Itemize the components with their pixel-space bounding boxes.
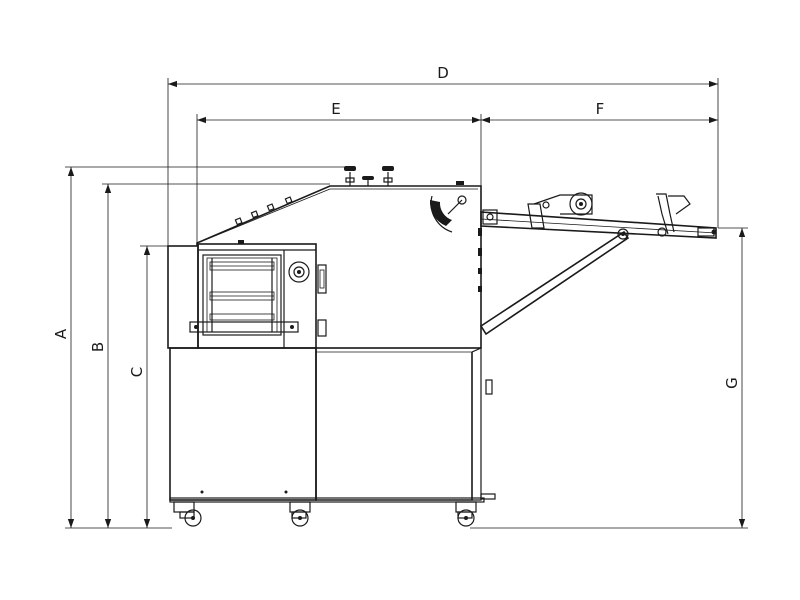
side-controls [478,228,493,395]
gauge-dial [429,195,467,233]
dimension-labels: A B C D E F G [52,64,741,389]
machine-main-housing [169,185,496,503]
label-E: E [331,100,340,118]
dimension-lines [65,78,748,529]
label-C: C [128,367,146,377]
caster-wheel-1 [173,501,202,527]
knob-1 [344,166,356,186]
knob-2 [362,176,374,186]
caster-wheel-2 [289,501,311,527]
label-G: G [723,377,741,389]
caster-wheel-3 [455,501,477,527]
top-adjust-knobs [234,166,464,226]
label-F: F [596,100,605,118]
label-A: A [52,328,70,339]
roller-head [167,240,327,349]
left-pedestal [169,347,317,501]
label-D: D [437,64,449,82]
knob-3 [382,166,394,186]
label-B: B [89,342,107,352]
outfeed-conveyor [479,192,717,336]
